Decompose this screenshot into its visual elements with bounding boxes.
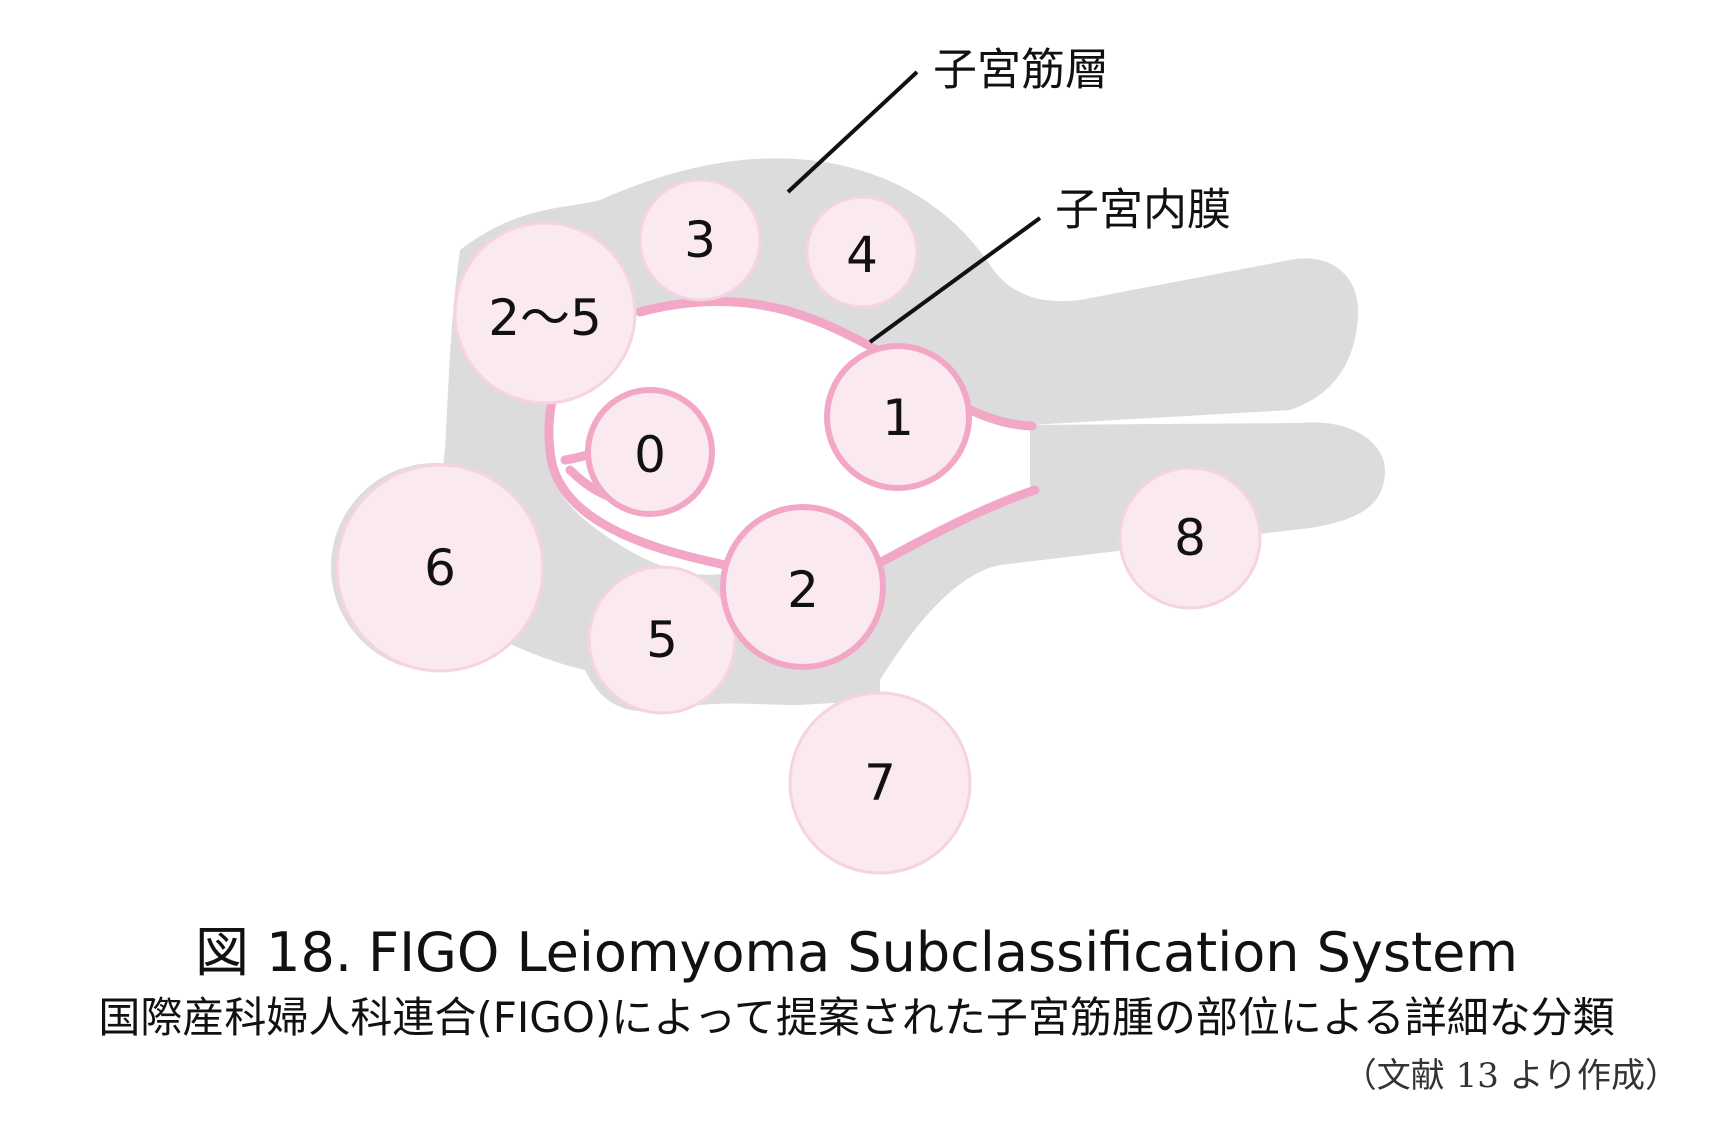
myometrium-label: 子宮筋層 bbox=[933, 45, 1109, 96]
fibroid-4-label: 4 bbox=[846, 226, 878, 284]
fibroid-7-label: 7 bbox=[864, 754, 896, 812]
endometrium-leader bbox=[868, 216, 1042, 344]
fibroid-5: 5 bbox=[587, 565, 737, 715]
fibroid-8: 8 bbox=[1118, 466, 1262, 610]
fibroid-2-5: 2～5 bbox=[453, 221, 637, 405]
fibroid-3-label: 3 bbox=[684, 211, 716, 269]
fibroid-4: 4 bbox=[805, 195, 919, 309]
figure-title: 図 18.FIGO Leiomyoma Subclassification Sy… bbox=[0, 908, 1713, 987]
figure-subtitle: 国際産科婦人科連合(FIGO)によって提案された子宮筋腫の部位による詳細な分類 bbox=[98, 993, 1615, 1042]
fibroid-6: 6 bbox=[335, 463, 545, 673]
fibroid-0: 0 bbox=[585, 387, 715, 517]
fibroid-2: 2 bbox=[720, 504, 886, 670]
fibroid-1: 1 bbox=[824, 343, 972, 491]
figure-title-text: FIGO Leiomyoma Subclassification System bbox=[368, 921, 1518, 984]
fibroid-2-5-label: 2～5 bbox=[488, 289, 602, 347]
fibroid-7: 7 bbox=[788, 691, 972, 875]
fibroid-6-label: 6 bbox=[424, 539, 456, 597]
fibroid-8-label: 8 bbox=[1174, 509, 1206, 567]
fibroid-3: 3 bbox=[638, 178, 762, 302]
figure-number: 図 18. bbox=[195, 921, 353, 984]
fibroid-5-label: 5 bbox=[646, 611, 678, 669]
endometrium-label: 子宮内膜 bbox=[1055, 185, 1231, 236]
figure-source: （文献 13 より作成） bbox=[1342, 1056, 1679, 1096]
fibroid-1-label: 1 bbox=[882, 389, 914, 447]
fibroid-2-label: 2 bbox=[787, 561, 819, 619]
fibroids: 6 5 2～5 3 4 0 1 2 bbox=[335, 178, 1262, 875]
myometrium-leader bbox=[786, 70, 919, 194]
fibroid-0-label: 0 bbox=[634, 426, 666, 484]
leader-lines bbox=[786, 70, 1042, 344]
